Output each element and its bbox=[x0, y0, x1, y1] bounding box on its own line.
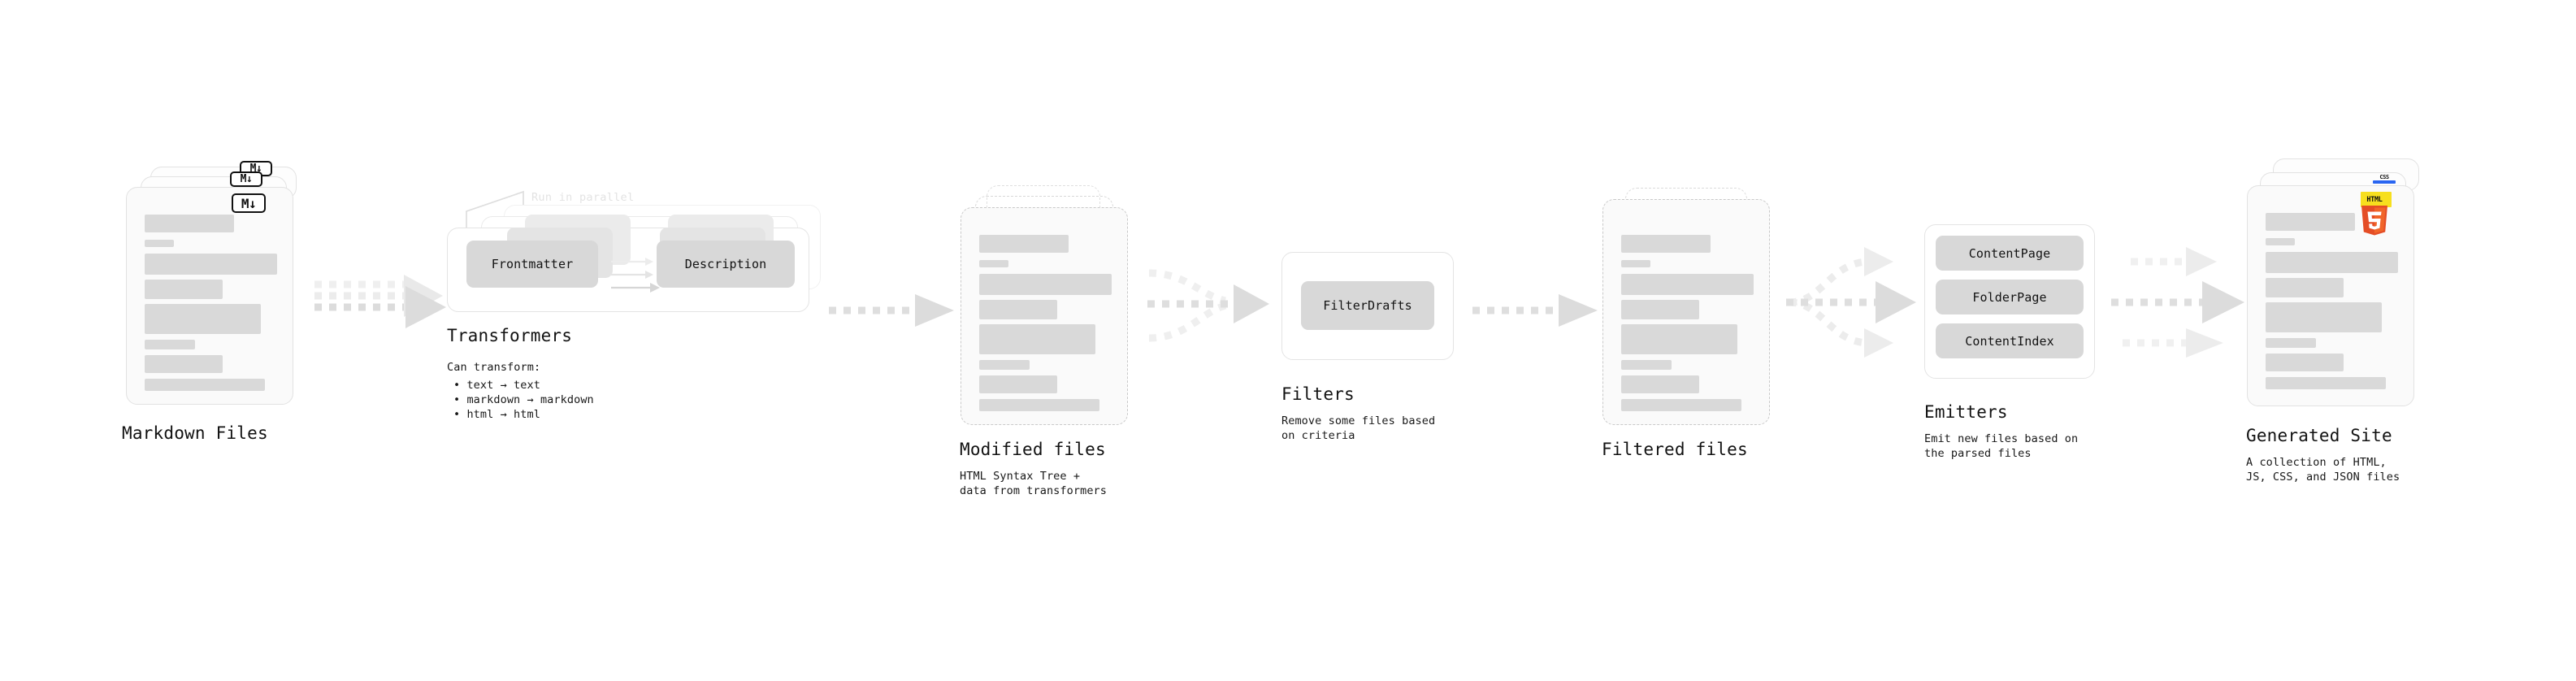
skeleton-bar bbox=[2266, 338, 2316, 348]
emitters-description: Emit new files based on the parsed files bbox=[1924, 432, 2079, 460]
connector-filters-to-filtered bbox=[1472, 294, 1598, 327]
skeleton-bar bbox=[1621, 300, 1699, 319]
skeleton-bar bbox=[2266, 252, 2398, 273]
modified-files-description: HTML Syntax Tree + data from transformer… bbox=[960, 470, 1108, 497]
html5-badge: HTML bbox=[2357, 194, 2392, 236]
skeleton-bar bbox=[979, 375, 1057, 393]
skeleton-bar bbox=[979, 235, 1069, 253]
skeleton-bar bbox=[979, 274, 1112, 295]
css-badge-label: CSS bbox=[2379, 174, 2389, 180]
js-badge bbox=[2361, 192, 2392, 207]
skeleton-bar bbox=[2266, 278, 2344, 297]
skeleton-bar bbox=[145, 355, 223, 373]
stage-title-generated-site: Generated Site bbox=[2246, 426, 2392, 445]
transformers-bullet-1: • markdown → markdown bbox=[453, 393, 594, 406]
skeleton-bar bbox=[979, 399, 1099, 411]
stage-generated-site: CSS HTML Generated Site A collection of … bbox=[2246, 158, 2422, 484]
filters-description: Remove some files based on criteria bbox=[1281, 414, 1436, 442]
skeleton-bar bbox=[145, 240, 174, 247]
modified-file-stack bbox=[961, 185, 1135, 429]
stage-filtered-files: Filtered files bbox=[1602, 185, 1777, 459]
modified-card-front bbox=[961, 207, 1128, 425]
emitters-pill-contentpage[interactable]: ContentPage bbox=[1936, 236, 2084, 271]
skeleton-bar bbox=[145, 340, 195, 349]
stage-title-markdown-files: Markdown Files bbox=[122, 423, 268, 443]
filtered-file-stack bbox=[1602, 185, 1777, 429]
stage-title-filtered-files: Filtered files bbox=[1602, 440, 1748, 459]
skeleton-bar bbox=[145, 379, 265, 391]
skeleton-bar bbox=[145, 254, 277, 275]
markdown-badge-front: M↓ bbox=[232, 193, 266, 213]
svg-text:HTML: HTML bbox=[2366, 196, 2382, 204]
skeleton-bar bbox=[1621, 360, 1672, 370]
skeleton-bar bbox=[145, 215, 234, 232]
connector-markdown-to-transformers bbox=[314, 275, 446, 328]
html5-shield-icon: HTML bbox=[2361, 196, 2387, 236]
skeleton-bar bbox=[2266, 238, 2295, 245]
transformer-pill-description[interactable]: Description bbox=[657, 241, 795, 288]
transformers-bullet-0: • text → text bbox=[453, 379, 540, 392]
skeleton-bar bbox=[979, 324, 1095, 354]
skeleton-bar bbox=[979, 360, 1030, 370]
connector-filtered-to-emitters bbox=[1786, 247, 1916, 358]
connector-transformers-to-modified bbox=[829, 294, 954, 327]
filtered-card-front bbox=[1602, 199, 1770, 425]
skeleton-bar bbox=[2266, 354, 2344, 371]
skeleton-bar bbox=[1621, 260, 1650, 267]
skeleton-bar bbox=[2266, 302, 2382, 332]
transformer-pill-frontmatter[interactable]: Frontmatter bbox=[466, 241, 598, 288]
connector-emitters-to-site bbox=[2111, 247, 2244, 358]
skeleton-bar bbox=[1621, 324, 1737, 354]
run-in-parallel-label: Run in parallel bbox=[531, 191, 635, 204]
generated-site-file-stack: CSS HTML bbox=[2247, 158, 2422, 419]
filters-pill-filterdrafts[interactable]: FilterDrafts bbox=[1301, 281, 1434, 330]
skeleton-bar bbox=[1621, 235, 1711, 253]
generated-site-description: A collection of HTML, JS, CSS, and JSON … bbox=[2246, 456, 2400, 484]
skeleton-bar bbox=[145, 304, 261, 334]
transformers-bullet-2: • html → html bbox=[453, 408, 540, 421]
site-card-front bbox=[2247, 185, 2414, 406]
skeleton-bar bbox=[979, 300, 1057, 319]
markdown-card-front bbox=[126, 187, 293, 405]
skeleton-bar bbox=[1621, 274, 1754, 295]
skeleton-bar bbox=[2266, 213, 2355, 231]
skeleton-bar bbox=[1621, 375, 1699, 393]
markdown-file-stack: M↓ M↓ M↓ bbox=[126, 161, 301, 410]
connector-modified-to-filters bbox=[1147, 269, 1269, 342]
stage-title-filters: Filters bbox=[1281, 384, 1355, 404]
transformers-description: Can transform: bbox=[447, 361, 541, 374]
stage-title-transformers: Transformers bbox=[447, 326, 573, 345]
css-badge: CSS bbox=[2373, 174, 2396, 184]
skeleton-bar bbox=[2266, 377, 2386, 389]
emitters-pill-folderpage[interactable]: FolderPage bbox=[1936, 280, 2084, 314]
skeleton-bar bbox=[979, 260, 1008, 267]
skeleton-bar bbox=[1621, 399, 1741, 411]
stage-markdown-files: M↓ M↓ M↓ Markdown Files bbox=[122, 161, 301, 443]
stage-title-modified-files: Modified files bbox=[960, 440, 1106, 459]
markdown-badge-mid: M↓ bbox=[230, 171, 262, 187]
emitters-pill-contentindex[interactable]: ContentIndex bbox=[1936, 323, 2084, 358]
stage-title-emitters: Emitters bbox=[1924, 402, 2008, 422]
stage-modified-files: Modified files HTML Syntax Tree + data f… bbox=[960, 185, 1135, 497]
skeleton-bar bbox=[145, 280, 223, 299]
